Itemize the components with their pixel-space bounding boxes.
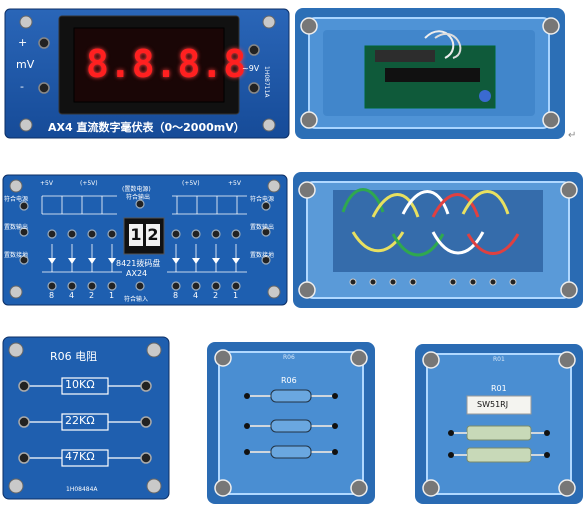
return-mark: ↵ <box>568 130 577 141</box>
wired-box-graphic <box>293 172 583 308</box>
right-match-power-label: 符合电源 <box>250 196 275 203</box>
match-output-label: 符合输出 <box>126 194 151 201</box>
right-preset-ground-label: 置数接地 <box>250 252 275 259</box>
resistor-board-title: R06 电阻 <box>50 350 98 363</box>
supply-label: ~9V <box>242 64 260 73</box>
resistor-box-inner-label: R06 <box>281 376 297 385</box>
bcd-switch-panel: +5V (+5V) (+5V) +5V (置数电源) 符合输出 符合电源 置数输… <box>2 174 288 306</box>
voltmeter-box-graphic <box>295 8 565 139</box>
led-display: 8.8.8.8 <box>86 42 247 86</box>
minus-terminal-label: - <box>20 80 24 93</box>
weight-right-8: 8 <box>173 291 179 300</box>
weight-left-8: 8 <box>49 291 55 300</box>
resistor-box-lid-label: R06 <box>283 354 295 361</box>
dial-digit-1[interactable]: 1 <box>129 224 143 246</box>
weight-left-2: 2 <box>89 291 95 300</box>
resistor-board-panel: R06 电阻 10KΩ 22KΩ 47KΩ 1H08484A <box>2 336 170 500</box>
plus5v-label-b: (+5V) <box>80 180 98 187</box>
resistor-47k-label: 47KΩ <box>65 450 95 463</box>
wired-box-photo <box>293 172 583 308</box>
model-label: AX24 <box>126 269 148 278</box>
board-code: 1H08711A <box>263 66 270 98</box>
voltmeter-panel-graphic <box>4 8 290 139</box>
dial-digit-2[interactable]: 2 <box>146 224 160 246</box>
weight-right-1: 1 <box>233 291 239 300</box>
dial-name-label: 8421拨码盘 <box>116 259 161 268</box>
weight-right-2: 2 <box>213 291 219 300</box>
left-preset-ground-label: 置数接地 <box>4 252 29 259</box>
resistor-board-graphic <box>2 336 170 500</box>
preset-power-label: (置数电源) <box>122 186 151 193</box>
voltmeter-panel: 8.8.8.8 + mV - ~9V 1H08711A AX4 直流数字毫伏表（… <box>4 8 290 139</box>
power-resistor-box-photo: R01 R01 SW51RJ <box>415 344 583 504</box>
match-input-label: 符合输入 <box>124 296 149 303</box>
plus5v-label-a: +5V <box>40 180 53 187</box>
resistor-22k-label: 22KΩ <box>65 414 95 427</box>
right-preset-output-label: 置数输出 <box>250 224 275 231</box>
weight-left-4: 4 <box>69 291 75 300</box>
plus5v-label-c: (+5V) <box>182 180 200 187</box>
power-resistor-part-label: SW51RJ <box>477 400 509 409</box>
resistor-box-graphic <box>207 342 375 504</box>
left-match-power-label: 符合电源 <box>4 196 29 203</box>
resistor-10k-label: 10KΩ <box>65 378 95 391</box>
voltmeter-box-photo <box>295 8 565 139</box>
resistor-box-photo: R06 R06 <box>207 342 375 504</box>
resistor-board-code: 1H08484A <box>66 486 98 493</box>
unit-label: mV <box>16 58 35 71</box>
plus5v-label-d: +5V <box>228 180 241 187</box>
voltmeter-title: AX4 直流数字毫伏表（0～2000mV） <box>48 121 245 134</box>
plus-terminal-label: + <box>18 36 28 49</box>
power-resistor-inner-label: R01 <box>491 384 507 393</box>
left-preset-output-label: 置数输出 <box>4 224 29 231</box>
weight-right-4: 4 <box>193 291 199 300</box>
weight-left-1: 1 <box>109 291 115 300</box>
power-resistor-lid-label: R01 <box>493 356 505 363</box>
power-resistor-box-graphic <box>415 344 583 504</box>
